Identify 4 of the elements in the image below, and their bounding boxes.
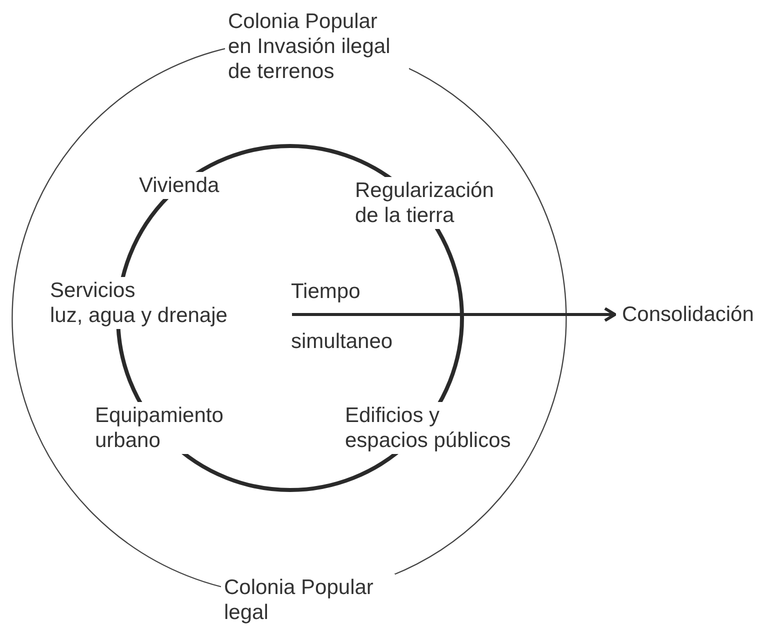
time-label: simultaneo (290, 329, 394, 355)
circle-caption: Colonia Popular legal (220, 574, 395, 626)
arrow (292, 307, 616, 322)
time-label: Tiempo (290, 279, 362, 305)
